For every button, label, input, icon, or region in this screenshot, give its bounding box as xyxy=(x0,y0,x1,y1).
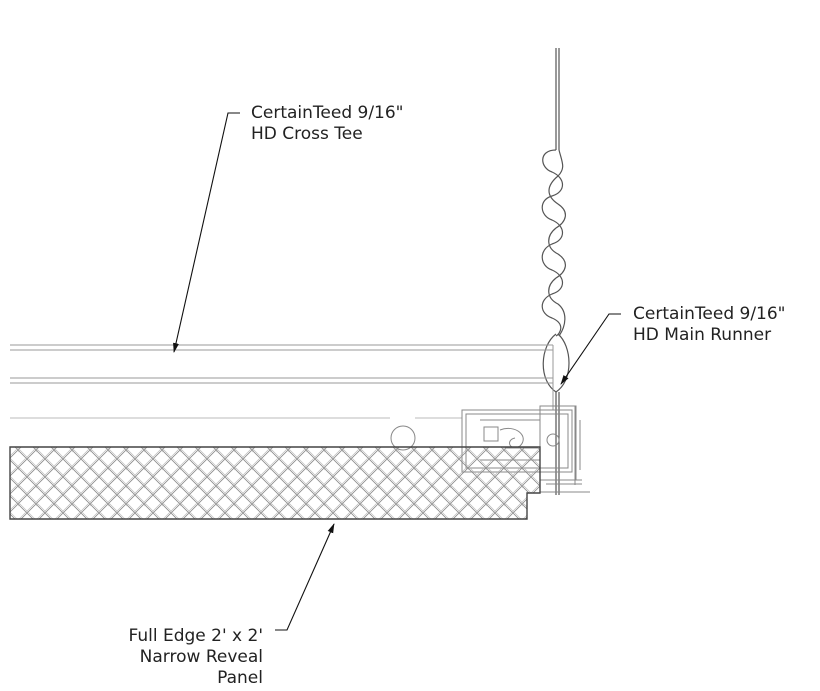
cross-tee-label-line1: CertainTeed 9/16" xyxy=(251,103,404,123)
panel-label-line2: Narrow Reveal xyxy=(139,647,263,667)
panel-callout: Full Edge 2' x 2' Narrow Reveal Panel xyxy=(128,626,263,689)
cross-tee-callout: CertainTeed 9/16" HD Cross Tee xyxy=(251,103,404,145)
main-runner-label-line1: CertainTeed 9/16" xyxy=(633,304,786,324)
panel-label-line1: Full Edge 2' x 2' xyxy=(128,626,263,646)
cross-tee xyxy=(10,344,554,419)
hanger-wire xyxy=(541,48,570,495)
ceiling-panel xyxy=(9,446,541,520)
leader-lines xyxy=(173,112,621,631)
panel-label-line3: Panel xyxy=(217,668,263,688)
cross-tee-label-line2: HD Cross Tee xyxy=(251,124,363,144)
main-runner-label-line2: HD Main Runner xyxy=(633,325,772,345)
main-runner-callout: CertainTeed 9/16" HD Main Runner xyxy=(633,304,786,346)
